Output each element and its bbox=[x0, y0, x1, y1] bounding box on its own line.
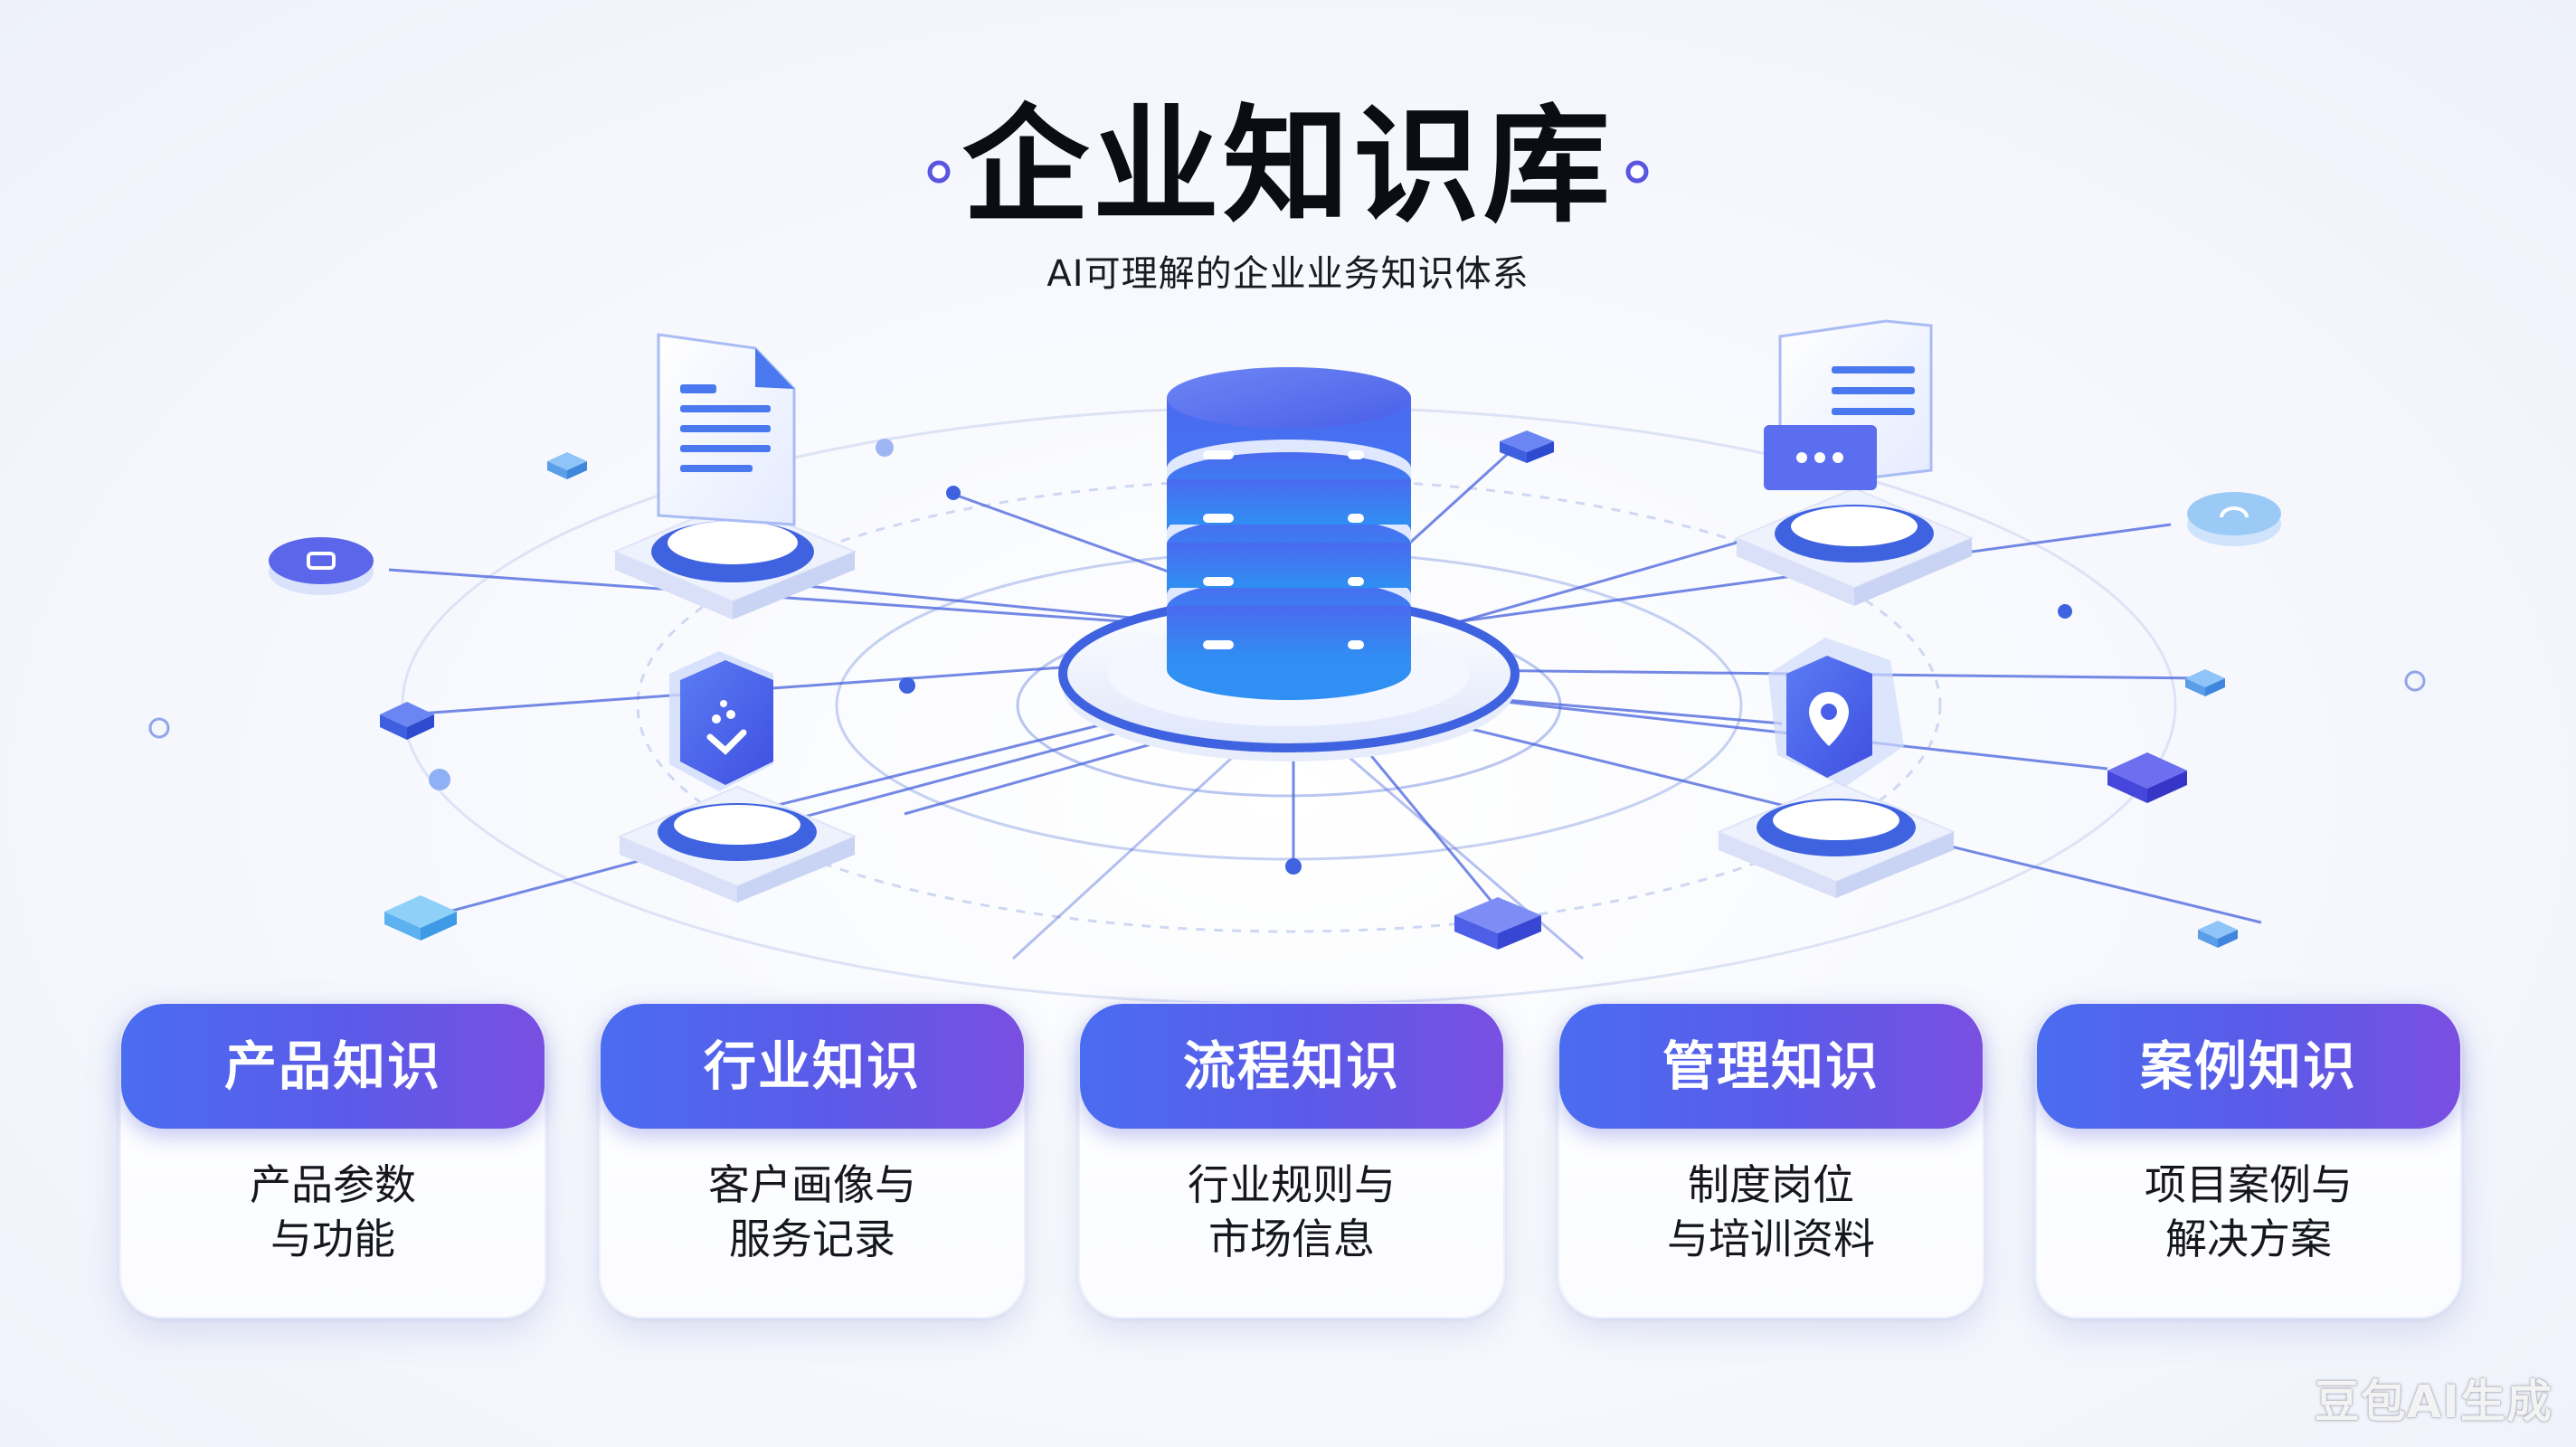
description-line: 产品参数 bbox=[250, 1160, 416, 1209]
description-line: 客户画像与 bbox=[708, 1160, 916, 1209]
category-card-case: 案例知识 项目案例与 解决方案 bbox=[2035, 1002, 2462, 1319]
description-line: 与功能 bbox=[270, 1215, 395, 1263]
database-icon bbox=[1167, 367, 1411, 700]
link-icon bbox=[2220, 506, 2249, 518]
cube-icon bbox=[2198, 921, 2238, 948]
category-title: 案例知识 bbox=[2037, 1004, 2460, 1129]
category-description: 项目案例与 解决方案 bbox=[2037, 1158, 2460, 1266]
category-card-industry: 行业知识 客户画像与 服务记录 bbox=[599, 1002, 1026, 1319]
cube-icon bbox=[380, 702, 434, 740]
description-line: 与培训资料 bbox=[1667, 1215, 1875, 1263]
cube-icon bbox=[1500, 430, 1554, 463]
location-pin-icon bbox=[1768, 638, 1904, 787]
watermark: 豆包AI生成 bbox=[2314, 1376, 2552, 1428]
description-line: 市场信息 bbox=[1208, 1215, 1375, 1263]
cube-icon bbox=[2185, 669, 2225, 696]
category-title: 产品知识 bbox=[121, 1004, 545, 1129]
title-decoration-right bbox=[1625, 160, 1863, 184]
description-line: 服务记录 bbox=[729, 1215, 895, 1263]
document-icon bbox=[657, 333, 796, 526]
category-description: 制度岗位 与培训资料 bbox=[1559, 1158, 1983, 1266]
chat-document-icon bbox=[1764, 319, 1933, 490]
floating-cubes bbox=[380, 430, 2238, 950]
token-left bbox=[269, 537, 374, 595]
cube-icon bbox=[1454, 897, 1541, 950]
category-description: 客户画像与 服务记录 bbox=[601, 1158, 1024, 1266]
category-card-management: 管理知识 制度岗位 与培训资料 bbox=[1558, 1002, 1984, 1319]
database-hub bbox=[1058, 367, 1520, 761]
node-location-pin bbox=[1716, 638, 1956, 898]
hexagon-badge-icon bbox=[669, 651, 773, 791]
cube-icon bbox=[384, 895, 457, 941]
square-icon bbox=[307, 552, 336, 570]
cube-icon bbox=[2107, 752, 2187, 803]
page-title: 企业知识库 bbox=[961, 93, 1614, 241]
cube-icon bbox=[547, 452, 587, 479]
description-line: 解决方案 bbox=[2165, 1215, 2332, 1263]
node-document bbox=[612, 333, 857, 619]
token-right bbox=[2187, 492, 2281, 546]
page-subtitle: AI可理解的企业业务知识体系 bbox=[1046, 253, 1530, 295]
category-title: 流程知识 bbox=[1080, 1004, 1503, 1129]
node-chat-document bbox=[1734, 319, 1975, 606]
category-card-product: 产品知识 产品参数 与功能 bbox=[119, 1002, 546, 1319]
category-title: 管理知识 bbox=[1559, 1004, 1983, 1129]
description-line: 项目案例与 bbox=[2145, 1160, 2353, 1209]
description-line: 制度岗位 bbox=[1688, 1160, 1854, 1209]
category-title: 行业知识 bbox=[601, 1004, 1024, 1129]
category-description: 产品参数 与功能 bbox=[121, 1158, 545, 1266]
node-hexagon-badge bbox=[617, 651, 857, 903]
category-description: 行业规则与 市场信息 bbox=[1080, 1158, 1503, 1266]
category-card-process: 流程知识 行业规则与 市场信息 bbox=[1078, 1002, 1505, 1319]
network-dots bbox=[148, 439, 2426, 875]
description-line: 行业规则与 bbox=[1188, 1160, 1396, 1209]
title-decoration-left bbox=[715, 160, 951, 184]
